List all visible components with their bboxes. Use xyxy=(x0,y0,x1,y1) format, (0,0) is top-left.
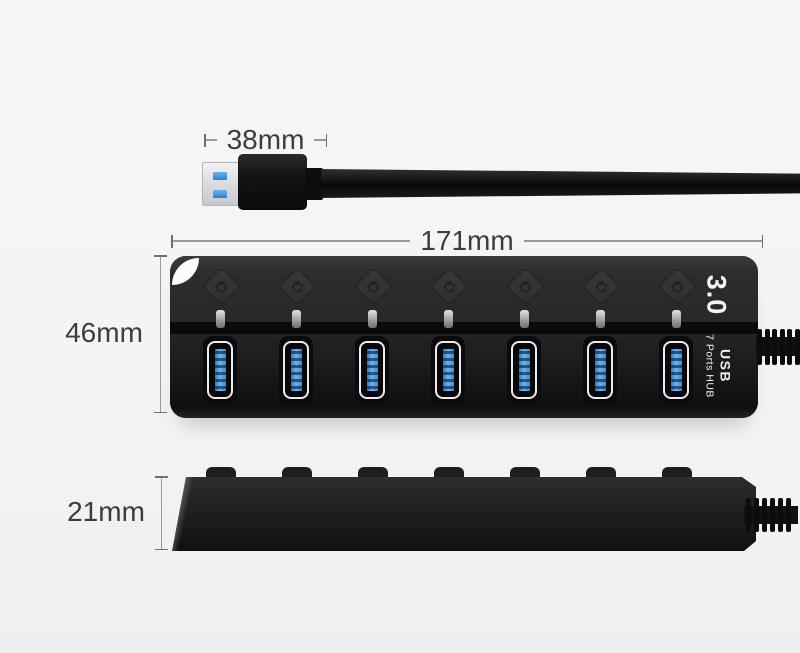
led-indicator xyxy=(443,310,453,328)
side-edge-highlight xyxy=(172,477,192,551)
dimension-line xyxy=(523,240,762,242)
dimension-plug-width: 38mm xyxy=(204,124,328,155)
usb-port xyxy=(511,341,537,399)
strain-relief-rib xyxy=(778,498,783,532)
dimension-hub-width xyxy=(154,255,167,413)
strain-relief-rib xyxy=(772,329,777,365)
dimension-tick xyxy=(761,234,763,248)
usb-port xyxy=(283,341,309,399)
strain-relief-rib xyxy=(770,498,775,532)
usb-plug-collar xyxy=(305,168,323,200)
usb-port xyxy=(359,341,385,399)
side-button-bump xyxy=(662,467,692,479)
dimension-tick xyxy=(154,411,167,413)
usb-port-tongue xyxy=(366,349,378,391)
strain-relief-rib xyxy=(764,329,770,365)
dimension-tick xyxy=(154,255,167,257)
usb-port-tongue xyxy=(290,349,302,391)
dimension-line xyxy=(205,139,217,141)
dimension-line xyxy=(314,139,326,141)
hub-edge-band xyxy=(170,322,758,334)
usb-cable xyxy=(321,169,800,198)
usb-port-tongue xyxy=(442,349,454,391)
power-button-icon xyxy=(657,267,697,306)
usb-port xyxy=(587,341,613,399)
power-button-icon xyxy=(581,267,621,306)
usb-plug-body xyxy=(238,154,307,210)
power-button-icon xyxy=(505,267,545,306)
dimension-tick xyxy=(325,133,328,147)
usb-plug-contact xyxy=(213,190,227,198)
usb-port xyxy=(663,341,689,399)
usb-plug-metal-shell xyxy=(202,162,241,206)
power-button-icon xyxy=(353,267,393,306)
strain-relief-rib xyxy=(779,329,785,365)
hub-side-view xyxy=(172,467,756,551)
usb-port xyxy=(435,341,461,399)
strain-relief-rib xyxy=(746,498,751,532)
strain-relief-rib xyxy=(787,329,792,365)
led-indicator xyxy=(519,310,529,328)
dimension-hub-length-label: 171mm xyxy=(420,225,514,256)
side-button-bump xyxy=(206,467,236,479)
power-button-icon xyxy=(201,267,241,306)
dimension-line xyxy=(160,477,163,549)
usb-port-tongue xyxy=(214,349,226,391)
dimension-tick xyxy=(155,548,168,550)
hub-details-layer xyxy=(170,256,758,418)
usb-port-tongue xyxy=(594,349,606,391)
strain-relief-rib xyxy=(786,498,791,532)
dimension-hub-length: 171mm xyxy=(171,227,763,255)
led-indicator xyxy=(671,310,681,328)
dimension-line xyxy=(172,240,411,242)
led-indicator xyxy=(215,310,225,328)
hub-label-usb: USB xyxy=(717,348,734,384)
usb-port-tongue xyxy=(670,349,682,391)
dimension-hub-thickness-label: 21mm xyxy=(67,496,145,527)
strain-relief-rib xyxy=(757,329,762,365)
hub-text-label: USB 7 Ports HUB xyxy=(703,334,734,398)
hub-front-view: 3.0 USB 7 Ports HUB xyxy=(170,256,758,418)
dimension-tick xyxy=(171,234,173,248)
strain-relief-rib xyxy=(762,498,767,532)
dimension-plug-width-label: 38mm xyxy=(226,124,305,155)
dimension-hub-width-label: 46mm xyxy=(65,317,143,348)
side-cable-strain-relief xyxy=(746,498,798,532)
dimension-hub-thickness xyxy=(155,476,168,550)
usb-version-badge: 3.0 xyxy=(701,274,732,316)
led-indicator xyxy=(367,310,377,328)
usb-plug-contact xyxy=(213,172,227,180)
usb-port-tongue xyxy=(518,349,530,391)
hub-label-ports: 7 Ports HUB xyxy=(703,334,716,398)
strain-relief-rib xyxy=(794,329,800,365)
side-body xyxy=(172,477,756,551)
side-button-bump xyxy=(510,467,540,479)
strain-relief-rib xyxy=(754,498,759,532)
dimension-line xyxy=(159,256,162,412)
led-indicator xyxy=(595,310,605,328)
side-button-bump xyxy=(282,467,312,479)
side-buttons-row xyxy=(172,467,756,479)
dimension-tick xyxy=(155,476,168,478)
side-button-bump xyxy=(358,467,388,479)
power-button-icon xyxy=(429,267,469,306)
side-button-bump xyxy=(586,467,616,479)
dimension-tick xyxy=(204,133,206,147)
cable-strain-relief xyxy=(757,329,800,365)
led-indicator xyxy=(291,310,301,328)
power-button-icon xyxy=(277,267,317,306)
usb-port xyxy=(207,341,233,399)
side-button-bump xyxy=(434,467,464,479)
